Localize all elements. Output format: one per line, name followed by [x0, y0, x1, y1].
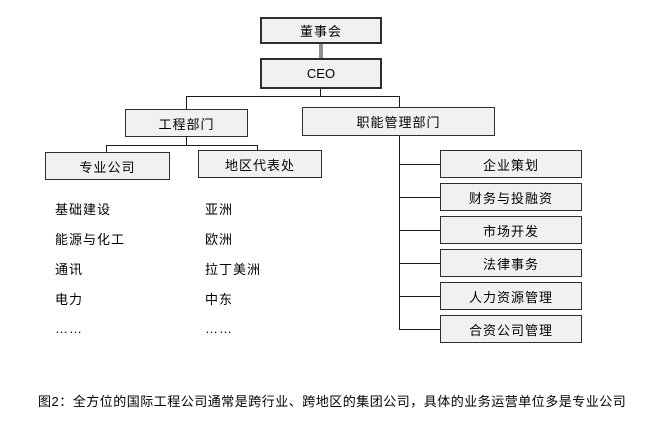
connector-to-finance — [399, 197, 440, 198]
list-item-europe: 欧洲 — [205, 231, 234, 247]
regional-offices-list: 亚洲 欧洲 拉丁美洲 中东 …… — [205, 193, 261, 343]
list-item-middle-east: 中东 — [205, 291, 234, 307]
list-item-regional-ellipsis: …… — [205, 320, 233, 336]
list-item-specialized-ellipsis: …… — [55, 320, 83, 336]
node-joint-venture-management: 合资公司管理 — [440, 315, 582, 343]
connector-board-ceo — [319, 43, 323, 58]
list-item-infrastructure: 基础建设 — [55, 201, 112, 217]
connector-engineering-stub — [186, 137, 187, 145]
node-legal-affairs: 法律事务 — [440, 249, 582, 277]
node-human-resources-management: 人力资源管理 — [440, 282, 582, 310]
connector-ceo-split-horizontal — [186, 96, 400, 97]
node-market-development: 市场开发 — [440, 216, 582, 244]
node-specialized-companies: 专业公司 — [45, 152, 170, 180]
connector-to-joint-venture — [399, 329, 440, 330]
node-corporate-planning: 企业策划 — [440, 150, 582, 178]
node-regional-representative-offices: 地区代表处 — [198, 150, 322, 178]
connector-ceo-stub — [320, 89, 321, 96]
list-item-energy-chemical: 能源与化工 — [55, 231, 126, 247]
node-functional-management-department: 职能管理部门 — [302, 107, 495, 136]
list-item-latin-america: 拉丁美洲 — [205, 261, 262, 277]
list-item-asia: 亚洲 — [205, 201, 234, 217]
node-board-of-directors: 董事会 — [260, 17, 382, 44]
connector-to-functional — [399, 96, 400, 107]
connector-to-legal-affairs — [399, 263, 440, 264]
node-engineering-department: 工程部门 — [125, 109, 248, 137]
connector-to-regional — [257, 145, 258, 151]
connector-functional-trunk — [399, 135, 400, 330]
node-finance-and-investment: 财务与投融资 — [440, 183, 582, 211]
connector-engineering-split-horizontal — [106, 145, 258, 146]
specialized-companies-list: 基础建设 能源与化工 通讯 电力 …… — [55, 193, 125, 343]
list-item-communications: 通讯 — [55, 261, 84, 277]
connector-to-market-development — [399, 230, 440, 231]
figure-caption: 图2：全方位的国际工程公司通常是跨行业、跨地区的集团公司，具体的业务运营单位多是… — [38, 394, 627, 409]
connector-to-corporate-planning — [399, 164, 440, 165]
list-item-electric-power: 电力 — [55, 291, 84, 307]
node-ceo: CEO — [260, 58, 382, 89]
connector-to-engineering — [186, 96, 187, 109]
connector-to-human-resources — [399, 296, 440, 297]
connector-to-specialized — [106, 145, 107, 152]
